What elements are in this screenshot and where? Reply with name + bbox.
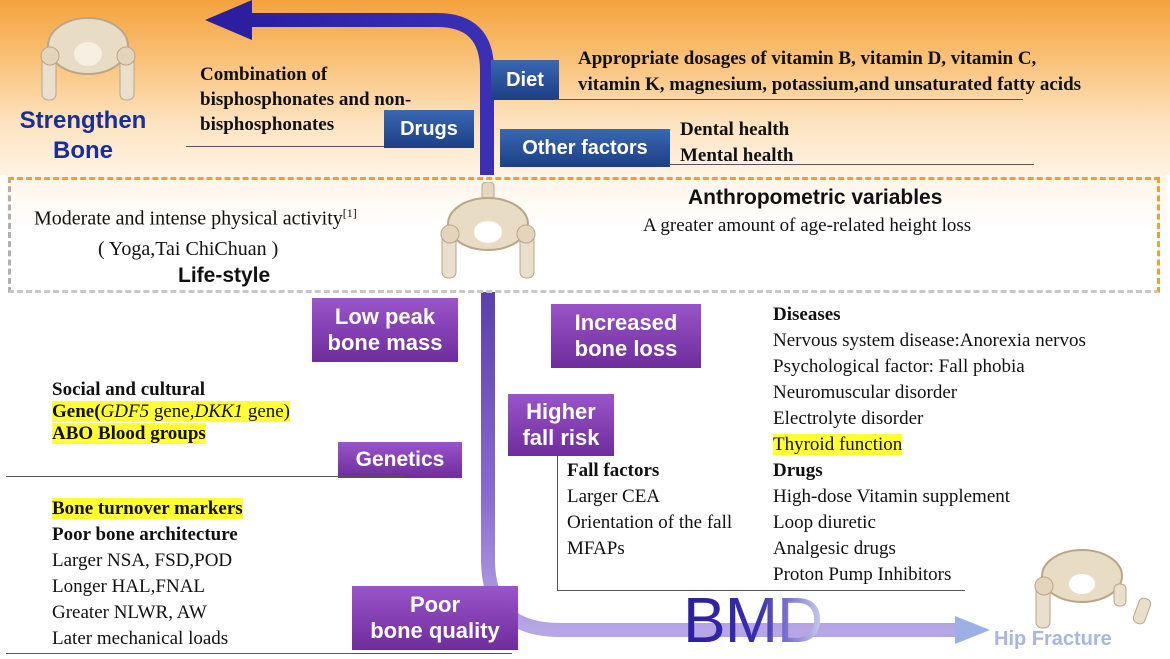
higher-line2: fall risk (522, 425, 600, 450)
increased-line1: Increased (574, 309, 678, 335)
mental-health: Mental health (680, 145, 794, 166)
lifestyle-dashed-box (8, 177, 1160, 293)
strengthen-line1: Strengthen (19, 107, 147, 134)
gene-line: Gene(GDF5 gene,DKK1 gene) (52, 401, 291, 423)
down-arrow-head (955, 616, 990, 644)
poor-line1: Poor (409, 591, 461, 617)
thyroid-function: Thyroid function (773, 434, 903, 455)
abo-blood-groups: ABO Blood groups (52, 423, 206, 444)
social-cultural: Social and cultural (52, 379, 206, 400)
drug-item: Proton Pump Inhibitors (773, 564, 952, 585)
other-factors-underline (668, 164, 1034, 165)
disease-item: Nervous system disease:Anorexia nervos (773, 330, 1086, 351)
diet-line2: vitamin K, magnesium, potassium,and unsa… (578, 74, 1082, 95)
activity-label: Moderate and intense physical activity (34, 207, 343, 230)
drugs-combo-line3: bisphosphonates (200, 114, 335, 135)
genetics-text: Social and cultural Gene(GDF5 gene,DKK1 … (52, 379, 291, 445)
fall-item: MFAPs (567, 538, 625, 559)
bone-turnover-markers: Bone turnover markers (52, 498, 243, 519)
drug-item: Loop diuretic (773, 512, 876, 533)
drug-item: Analgesic drugs (773, 538, 896, 559)
low-peak-line1: Low peak (334, 303, 436, 329)
anthropometric-text: A greater amount of age-related height l… (643, 215, 972, 236)
drugs-box: Drugs (384, 110, 474, 148)
abo-line: ABO Blood groups (52, 423, 290, 445)
hip-fracture-label: Hip Fracture (994, 628, 1112, 650)
fall-item: Larger CEA (567, 486, 661, 507)
strengthen-bone-label: Strengthen Bone (8, 106, 158, 166)
up-arrow (250, 13, 494, 175)
gene-prefix: Gene( (52, 401, 101, 422)
low-peak-line2: bone mass (327, 330, 443, 355)
drugs-combo-line1: Combination of (200, 64, 328, 85)
poor-line2: bone quality (370, 618, 500, 643)
low-peak-bone-mass-box: Low peak bone mass (312, 298, 458, 362)
fall-factors-vline (557, 456, 558, 590)
diet-underline (555, 99, 1023, 100)
diseases-title: Diseases (773, 304, 841, 325)
quality-item: Larger NSA, FSD,POD (52, 550, 233, 571)
quality-underline (6, 653, 512, 654)
poor-bone-quality-box: Poor bone quality (352, 586, 518, 650)
diet-box: Diet (491, 60, 559, 100)
gene-dkk1: DKK1 (194, 401, 244, 422)
diseases-text: Diseases Nervous system disease:Anorexia… (773, 302, 1086, 588)
increased-bone-loss-box: Increased bone loss (551, 304, 701, 368)
dental-health: Dental health (680, 119, 790, 140)
disease-item: Neuromuscular disorder (773, 382, 958, 403)
genetics-box: Genetics (338, 442, 462, 478)
drugs-title: Drugs (773, 460, 823, 481)
bmd-label: BMD (683, 584, 823, 656)
other-factors-box: Other factors (500, 129, 670, 167)
up-arrow-head (205, 0, 252, 40)
other-factors-text: Dental health Mental health (680, 117, 793, 169)
gene-mid: gene, (149, 401, 195, 422)
fall-item: Orientation of the fall (567, 512, 733, 533)
fall-factors-title: Fall factors (567, 460, 660, 481)
gene-suffix: gene) (243, 401, 291, 422)
turnover-line: Bone turnover markers (52, 496, 243, 522)
anthropometric-title: Anthropometric variables (688, 186, 943, 209)
disease-item: Electrolyte disorder (773, 408, 924, 429)
strengthen-line2: Bone (53, 137, 113, 164)
fractured-pelvis-icon (1034, 549, 1152, 629)
activity-ref: [1] (342, 206, 357, 220)
thyroid-line: Thyroid function (773, 432, 1086, 458)
fall-factors-underline (557, 590, 965, 591)
disease-item: Psychological factor: Fall phobia (773, 356, 1025, 377)
activity-examples: ( Yoga,Tai ChiChuan ) (98, 238, 279, 260)
pelvis-bone-icon (440, 182, 536, 279)
quality-item: Later mechanical loads (52, 628, 229, 649)
fall-factors-text: Fall factors Larger CEA Orientation of t… (567, 458, 732, 562)
increased-line2: bone loss (574, 336, 678, 361)
diet-line1: Appropriate dosages of vitamin B, vitami… (578, 48, 1037, 69)
drugs-underline (186, 146, 474, 147)
higher-line1: Higher (526, 398, 596, 424)
higher-fall-risk-box: Higher fall risk (508, 394, 614, 456)
gene-gdf5: GDF5 (100, 401, 150, 422)
pelvis-bone-icon (40, 17, 136, 101)
lifestyle-title: Life-style (178, 264, 271, 287)
diet-text: Appropriate dosages of vitamin B, vitami… (578, 46, 1081, 98)
bone-quality-text: Bone turnover markers Poor bone architec… (52, 496, 243, 652)
poor-architecture: Poor bone architecture (52, 524, 238, 545)
drugs-combination-text: Combination of bisphosphonates and non- … (200, 62, 411, 137)
quality-item: Longer HAL,FNAL (52, 576, 206, 597)
drug-item: High-dose Vitamin supplement (773, 486, 1011, 507)
drugs-combo-line2: bisphosphonates and non- (200, 89, 412, 110)
middle-band (6, 175, 1166, 295)
genetics-underline (6, 476, 406, 477)
physical-activity-text: Moderate and intense physical activity[1… (34, 206, 357, 231)
quality-item: Greater NLWR, AW (52, 602, 207, 623)
